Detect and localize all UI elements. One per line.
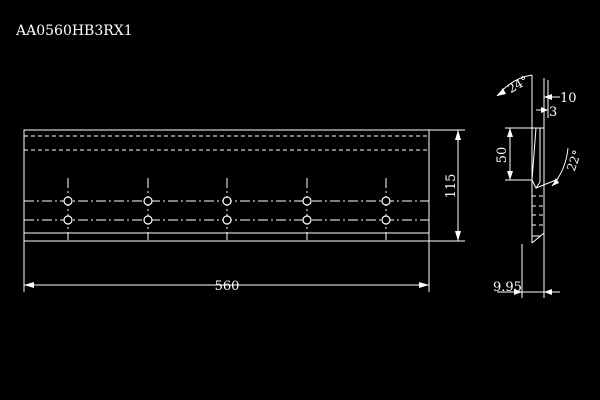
mounting-hole <box>143 196 153 206</box>
arrow <box>544 94 552 100</box>
angle-leader <box>535 179 557 189</box>
bevel-line <box>531 127 537 181</box>
mounting-hole <box>63 215 73 225</box>
length-label: 560 <box>215 279 240 294</box>
angle-24-label: 24° <box>505 73 530 96</box>
arrow-left <box>514 289 522 295</box>
arrow <box>541 107 548 113</box>
mounting-holes <box>63 178 391 240</box>
arrow-right <box>419 282 429 288</box>
dim-3-label: 3 <box>549 105 557 120</box>
mounting-hole <box>302 215 312 225</box>
height-label: 115 <box>444 174 459 199</box>
thickness-dimension: 9.95 <box>493 280 560 295</box>
angle-22-dimension: 22° <box>535 147 584 189</box>
arrow-bottom <box>507 171 513 180</box>
blade-outline <box>23 129 430 242</box>
arrow-bottom <box>455 231 461 241</box>
height-dimension: 115 <box>429 129 465 242</box>
mounting-hole <box>222 215 232 225</box>
mounting-hole <box>381 196 391 206</box>
profile-bottom-chamfer <box>531 232 545 244</box>
dim-3: 3 <box>536 105 557 120</box>
dim-50: 50 <box>495 128 513 180</box>
dim-10-label: 10 <box>560 91 577 106</box>
angle-arrow <box>552 178 559 186</box>
arrow-right <box>544 289 552 295</box>
arrow-top <box>455 130 461 140</box>
part-number-title: AA0560HB3RX1 <box>15 23 133 39</box>
mounting-hole <box>381 215 391 225</box>
side-view <box>505 78 549 298</box>
angle-arrow <box>497 88 506 96</box>
dim-10: 10 <box>544 91 577 106</box>
arrow-top <box>507 128 513 137</box>
front-view <box>23 129 430 242</box>
angle-22-label: 22° <box>564 148 584 173</box>
thickness-label: 9.95 <box>493 280 522 295</box>
angle-24-dimension: 24° <box>496 73 533 120</box>
mounting-hole <box>302 196 312 206</box>
arrow-left <box>24 282 34 288</box>
mounting-hole <box>63 196 73 206</box>
mounting-hole <box>143 215 153 225</box>
mounting-hole <box>222 196 232 206</box>
length-dimension: 560 <box>23 241 430 294</box>
dim-50-label: 50 <box>495 147 510 164</box>
